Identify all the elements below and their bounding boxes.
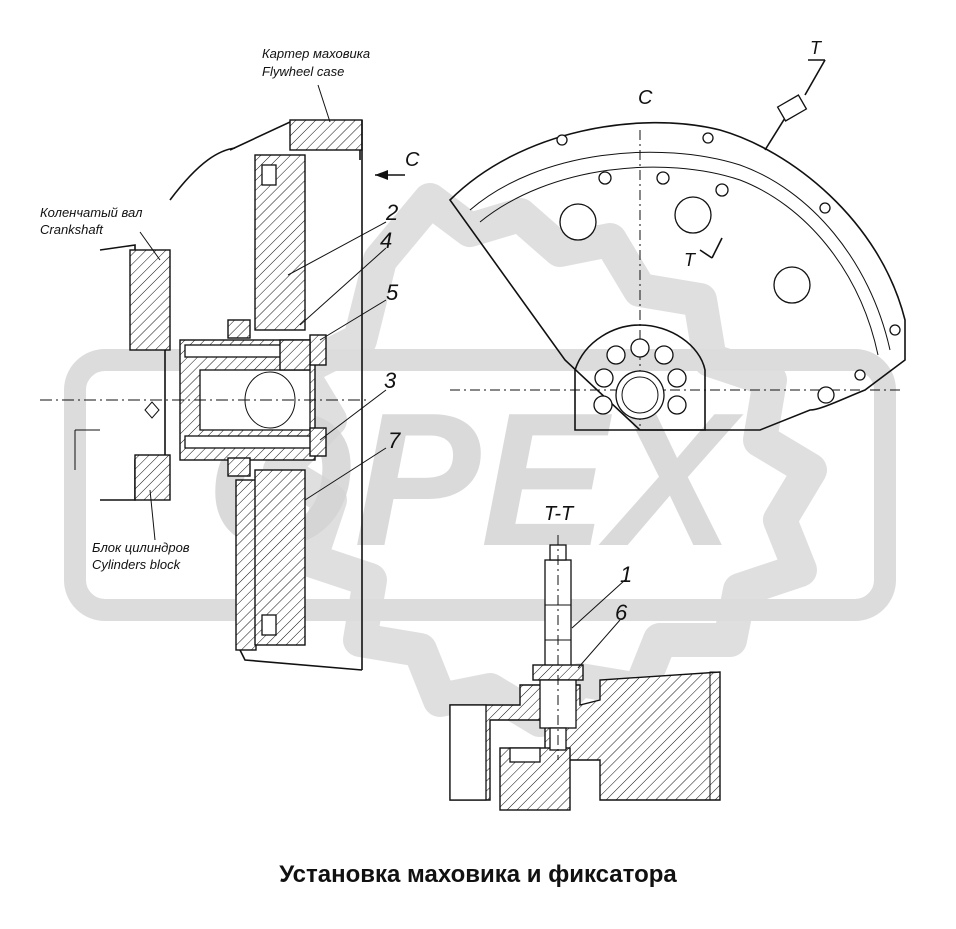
bolt-hole-2 — [656, 171, 670, 185]
case-hole-5 — [854, 369, 866, 381]
hub-bolt-1 — [594, 368, 614, 388]
flywheel-hole-1 — [559, 203, 597, 241]
callout-6: 6 — [615, 600, 628, 625]
leaders-left — [139, 84, 387, 541]
callout-3: 3 — [384, 368, 397, 393]
label-view-c-arrow: C — [405, 149, 420, 171]
housing-wall-right — [709, 671, 721, 801]
flywheel-case-top — [289, 119, 363, 151]
label-cylinders-block-ru: Блок цилиндров — [92, 540, 190, 555]
side-section-view — [40, 119, 405, 671]
rim-tooth — [509, 747, 541, 763]
figure-caption: Установка маховика и фиксатора — [279, 861, 677, 888]
label-flywheel-case-en: Flywheel case — [262, 64, 344, 79]
label-cylinders-block-en: Cylinders block — [92, 557, 182, 572]
seal-upper — [227, 319, 251, 339]
flywheel-case-bottom — [239, 649, 363, 671]
label-crankshaft-en: Crankshaft — [40, 222, 104, 237]
bolt-head-upper — [309, 334, 327, 366]
view-c — [448, 59, 906, 431]
flywheel-hole-3 — [773, 266, 811, 304]
ring-gear-arc-2 — [479, 166, 879, 356]
section-t-mid-tick — [699, 249, 713, 259]
hub-face — [574, 324, 706, 431]
section-t-mid-line — [711, 237, 723, 259]
axis-mark — [144, 401, 160, 419]
callout-4: 4 — [380, 228, 392, 253]
watermark-gear — [263, 183, 827, 737]
section-t-top-line — [804, 59, 826, 96]
bolt-hole-1 — [598, 171, 612, 185]
label-section-tt: T-T — [544, 503, 575, 525]
locator-head — [776, 94, 808, 122]
case-hole-2 — [702, 132, 714, 144]
label-section-t-top: T — [810, 38, 823, 58]
hub-bolt-5 — [667, 368, 687, 388]
hub-bolt-6 — [667, 395, 687, 415]
callout-2: 2 — [385, 200, 398, 225]
bolt-head-lower — [309, 427, 327, 457]
label-section-t-mid: T — [684, 250, 697, 270]
ring-gear-upper — [261, 164, 277, 186]
ring-gear-arc — [469, 151, 891, 351]
callout-7: 7 — [388, 428, 401, 453]
label-view-c: C — [638, 87, 653, 109]
watermark-band — [64, 349, 896, 621]
housing-wall-left — [449, 704, 487, 801]
seal-lower — [227, 457, 251, 477]
section-tt — [449, 535, 721, 811]
case-hole-1 — [556, 134, 568, 146]
leader-1 — [571, 579, 626, 629]
bolt-lower — [184, 435, 321, 449]
crankshaft-web — [129, 249, 171, 351]
lock-plate — [279, 339, 311, 371]
flywheel-hole-2 — [674, 196, 712, 234]
ring-gear-lower — [261, 614, 277, 636]
label-crankshaft-ru: Коленчатый вал — [40, 205, 143, 220]
hub-bolt-3 — [630, 338, 650, 358]
hub-bolt-4 — [654, 345, 674, 365]
hub-center-inner — [621, 376, 659, 414]
hub-center — [615, 370, 665, 420]
callout-5: 5 — [386, 280, 399, 305]
hub-bolt-7 — [593, 395, 613, 415]
flywheel-case-view-outline — [448, 121, 906, 431]
hub-bolt-2 — [606, 345, 626, 365]
callout-1: 1 — [620, 562, 632, 587]
view-c-arrowhead — [375, 170, 388, 180]
labels: Картер маховика Flywheel case Коленчатый… — [40, 38, 823, 888]
label-flywheel-case-ru: Картер маховика — [262, 46, 370, 61]
case-hole-3 — [819, 202, 831, 214]
case-hole-6 — [817, 386, 835, 404]
bolt-hole-3 — [715, 183, 729, 197]
flywheel-case-lower — [235, 479, 257, 651]
block-contour — [169, 147, 236, 201]
case-hole-4 — [889, 324, 901, 336]
leader-6 — [577, 619, 621, 669]
cylinders-block-section — [134, 454, 171, 501]
